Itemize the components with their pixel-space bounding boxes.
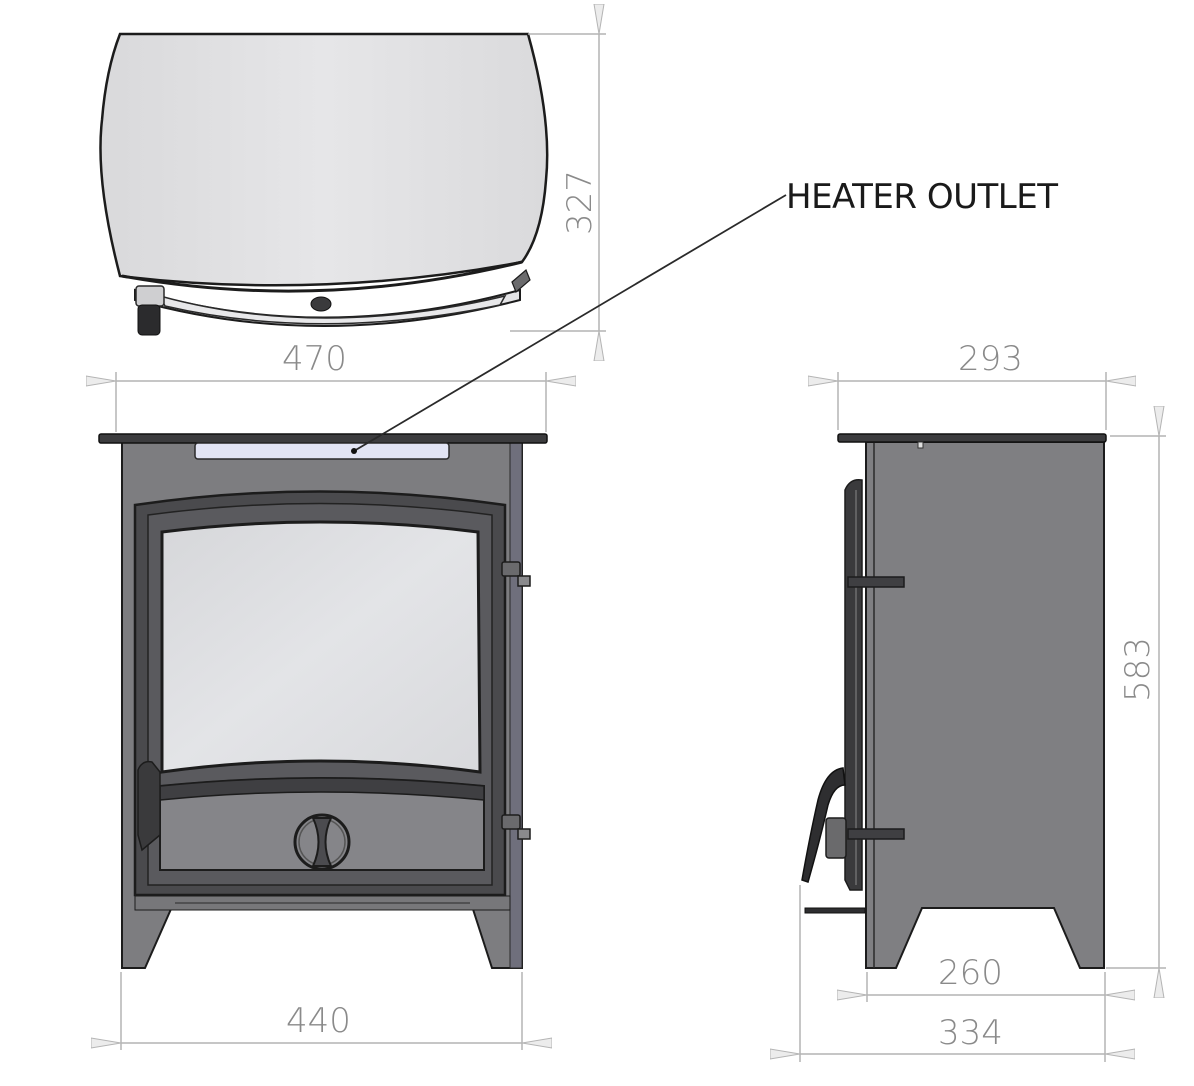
heater-outlet-label: HEATER OUTLET [786, 177, 1058, 217]
dimension-overall-depth: 334 [938, 1013, 1003, 1053]
side-view [801, 433, 1107, 969]
front-view [98, 433, 548, 969]
dimension-side-leg-span: 260 [938, 953, 1003, 993]
heater-outlet-leader-line [351, 194, 787, 454]
dimension-base-width-front: 440 [286, 1001, 351, 1041]
dimension-height: 583 [1118, 637, 1158, 702]
dimension-side-top-depth: 293 [958, 339, 1023, 379]
dimension-top-width: 470 [282, 339, 347, 379]
dimension-top-depth: 327 [560, 170, 600, 235]
top-view [99, 32, 549, 336]
